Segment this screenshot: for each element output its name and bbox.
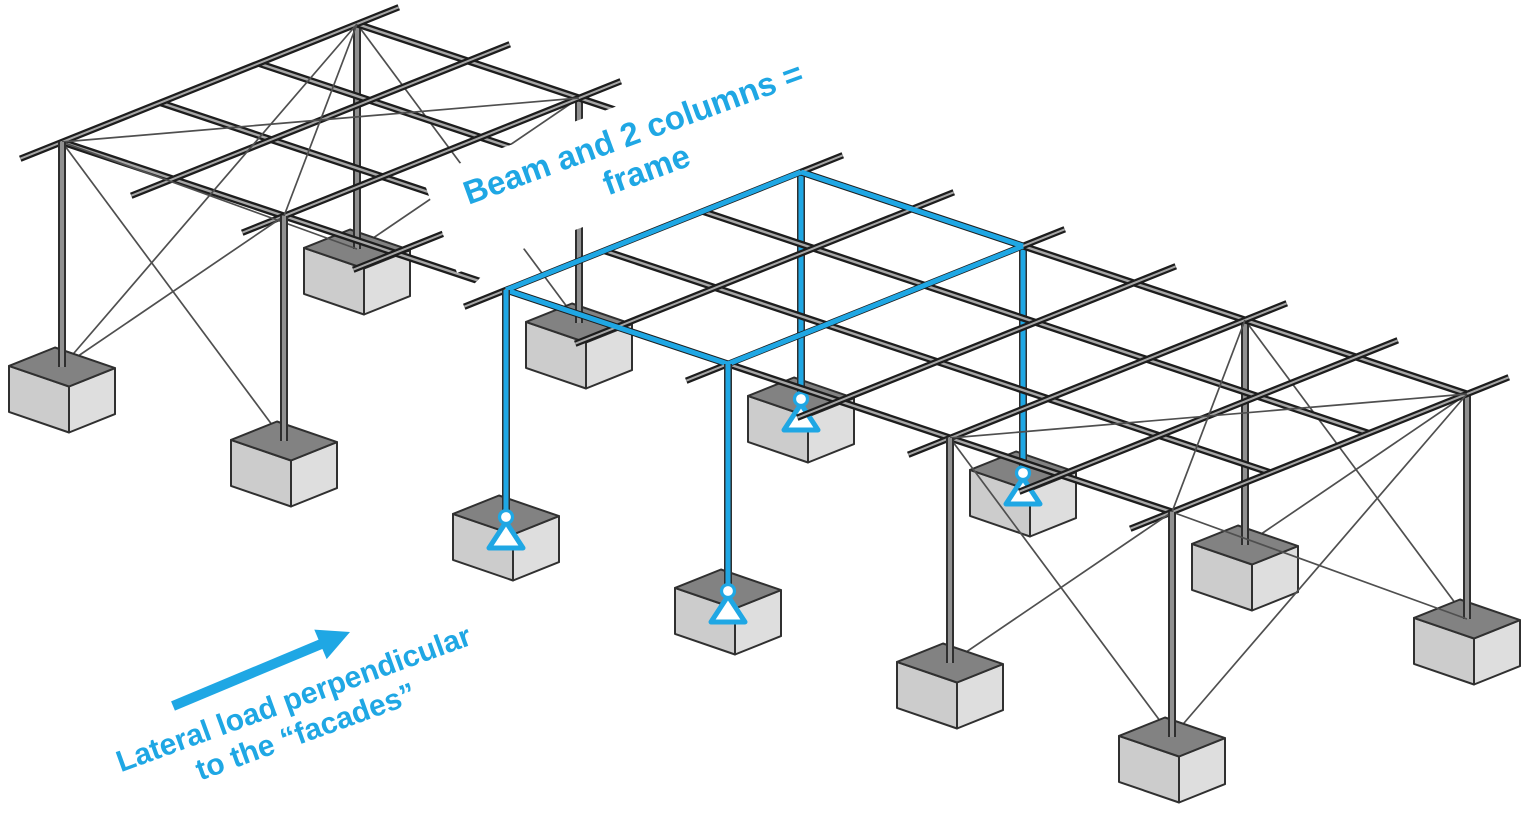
front-columns xyxy=(8,142,1226,804)
highlighted-frame-beam xyxy=(727,243,1024,367)
brace xyxy=(61,215,285,368)
highlighted-frame-beam xyxy=(505,169,802,293)
pin-support-icon xyxy=(708,582,748,625)
brace xyxy=(283,23,358,217)
brace xyxy=(1171,393,1468,738)
brace xyxy=(1171,319,1246,513)
lateral-load-arrow-icon xyxy=(171,629,350,711)
footing xyxy=(452,494,560,582)
highlighted-edge-beam xyxy=(800,169,1024,249)
brace xyxy=(949,511,1173,664)
front-bracing xyxy=(61,23,1468,738)
brace xyxy=(61,23,358,368)
highlighted-frame-beams xyxy=(505,169,1024,367)
pin-support-icon xyxy=(486,508,526,551)
brace xyxy=(1244,393,1468,546)
highlighted-edge-beam xyxy=(505,287,729,367)
footing xyxy=(1191,524,1299,612)
